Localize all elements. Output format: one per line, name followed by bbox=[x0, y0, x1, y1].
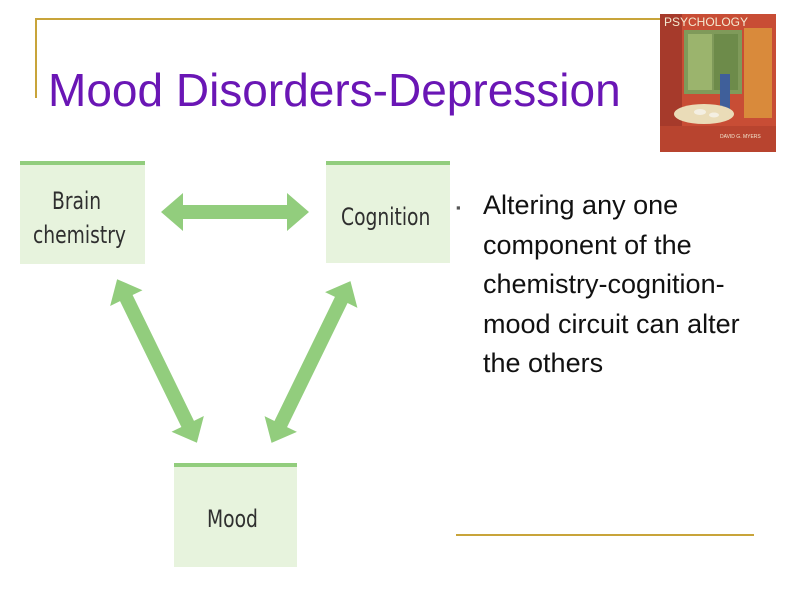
arrow-brain-mood bbox=[110, 279, 204, 443]
arrow-cognition-mood bbox=[264, 281, 358, 443]
bullet-marker: ▪ bbox=[456, 200, 461, 215]
brain-chemistry-label-line1: Brain bbox=[52, 187, 102, 215]
brain-chemistry-label-line2: chemistry bbox=[33, 221, 126, 249]
cognition-label: Cognition bbox=[341, 203, 431, 231]
mood-box: Mood bbox=[174, 463, 297, 567]
left-rule bbox=[35, 18, 37, 98]
book-cover-title: PSYCHOLOGY bbox=[664, 15, 748, 29]
top-rule bbox=[35, 18, 660, 20]
mood-label: Mood bbox=[207, 505, 258, 533]
bullet-text: Altering any one component of the chemis… bbox=[483, 190, 740, 378]
book-cover-image: PSYCHOLOGY DAVID G. MYERS bbox=[660, 14, 776, 152]
bottom-rule bbox=[456, 534, 754, 536]
book-cover-author: DAVID G. MYERS bbox=[720, 134, 761, 140]
cognition-box: Cognition bbox=[326, 161, 450, 263]
arrow-brain-cognition bbox=[161, 193, 309, 231]
slide-title: Mood Disorders-Depression bbox=[48, 64, 621, 116]
brain-chemistry-box: Brain chemistry bbox=[20, 161, 145, 264]
